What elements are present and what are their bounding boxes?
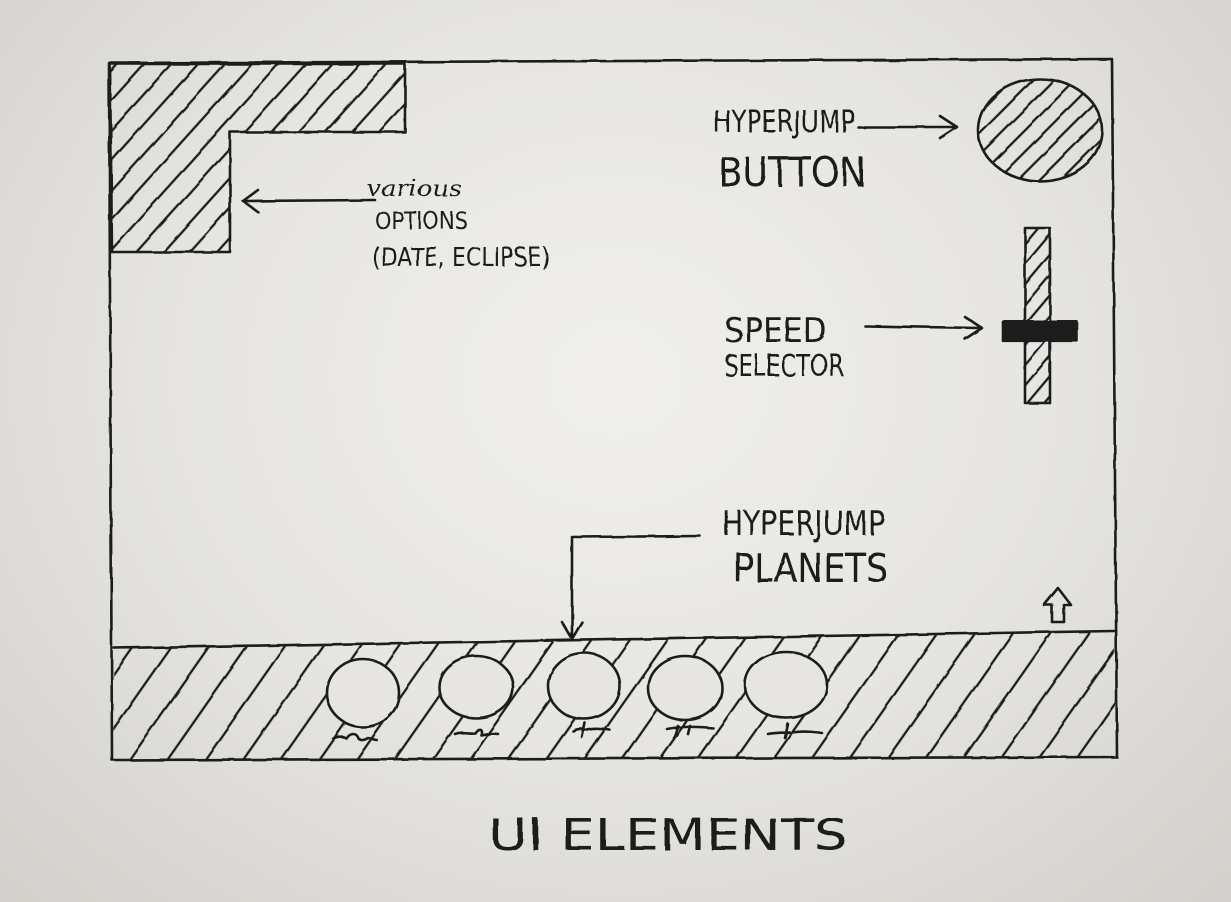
options-note-options: OPTIONS — [375, 207, 468, 235]
planet-label-scribble — [453, 728, 500, 737]
speed-selector-arrow — [863, 315, 984, 341]
speed-selector-note-line2: SELECTOR — [724, 349, 844, 384]
planet-item[interactable] — [646, 654, 724, 740]
speed-selector-track[interactable] — [1023, 226, 1052, 405]
planet-label-scribble — [331, 733, 379, 742]
planet-icon[interactable] — [743, 650, 829, 720]
hyperjump-button-arrow — [856, 114, 959, 140]
speed-selector-annotation: SPEED SELECTOR — [724, 311, 984, 384]
options-note-examples: (DATE, ECLIPSE) — [372, 243, 550, 273]
planet-label-scribble — [571, 721, 612, 739]
planet-icon[interactable] — [546, 651, 622, 721]
options-annotation: various OPTIONS (DATE, ECLIPSE) — [241, 177, 550, 273]
options-panel[interactable] — [108, 62, 407, 254]
hyperjump-planets-arrow — [560, 534, 702, 641]
planet-icon[interactable] — [325, 657, 401, 729]
planet-label-scribble — [766, 722, 824, 740]
options-arrow — [241, 188, 377, 214]
hyperjump-button-note-line2: BUTTON — [718, 150, 866, 196]
planet-item[interactable] — [546, 651, 622, 739]
screen-frame — [107, 57, 1119, 762]
planet-bar-divider — [112, 629, 1116, 650]
planet-icon[interactable] — [437, 654, 515, 720]
planet-bar — [112, 629, 1116, 759]
hyperjump-planets-note-line1: HYPERJUMP — [722, 504, 885, 544]
speed-selector-note-line1: SPEED — [724, 311, 827, 351]
planet-icon[interactable] — [646, 654, 724, 722]
hyperjump-button-note-line1: HYPERJUMP — [713, 105, 855, 140]
planet-item[interactable] — [437, 654, 515, 737]
page-title: UI ELEMENTS — [488, 810, 848, 861]
planet-item[interactable] — [325, 657, 401, 742]
speed-selector-thumb[interactable] — [1001, 320, 1079, 343]
planet-item[interactable] — [743, 650, 829, 740]
speed-selector[interactable] — [1001, 226, 1079, 405]
options-note-various: various — [367, 177, 462, 202]
hyperjump-button[interactable] — [976, 77, 1104, 183]
hyperjump-button-annotation: HYPERJUMP BUTTON — [713, 105, 959, 196]
up-arrow-icon[interactable] — [1042, 586, 1073, 624]
planet-label-scribble — [665, 724, 715, 740]
hyperjump-planets-annotation: HYPERJUMP PLANETS — [560, 504, 888, 641]
hyperjump-planets-note-line2: PLANETS — [733, 546, 888, 592]
